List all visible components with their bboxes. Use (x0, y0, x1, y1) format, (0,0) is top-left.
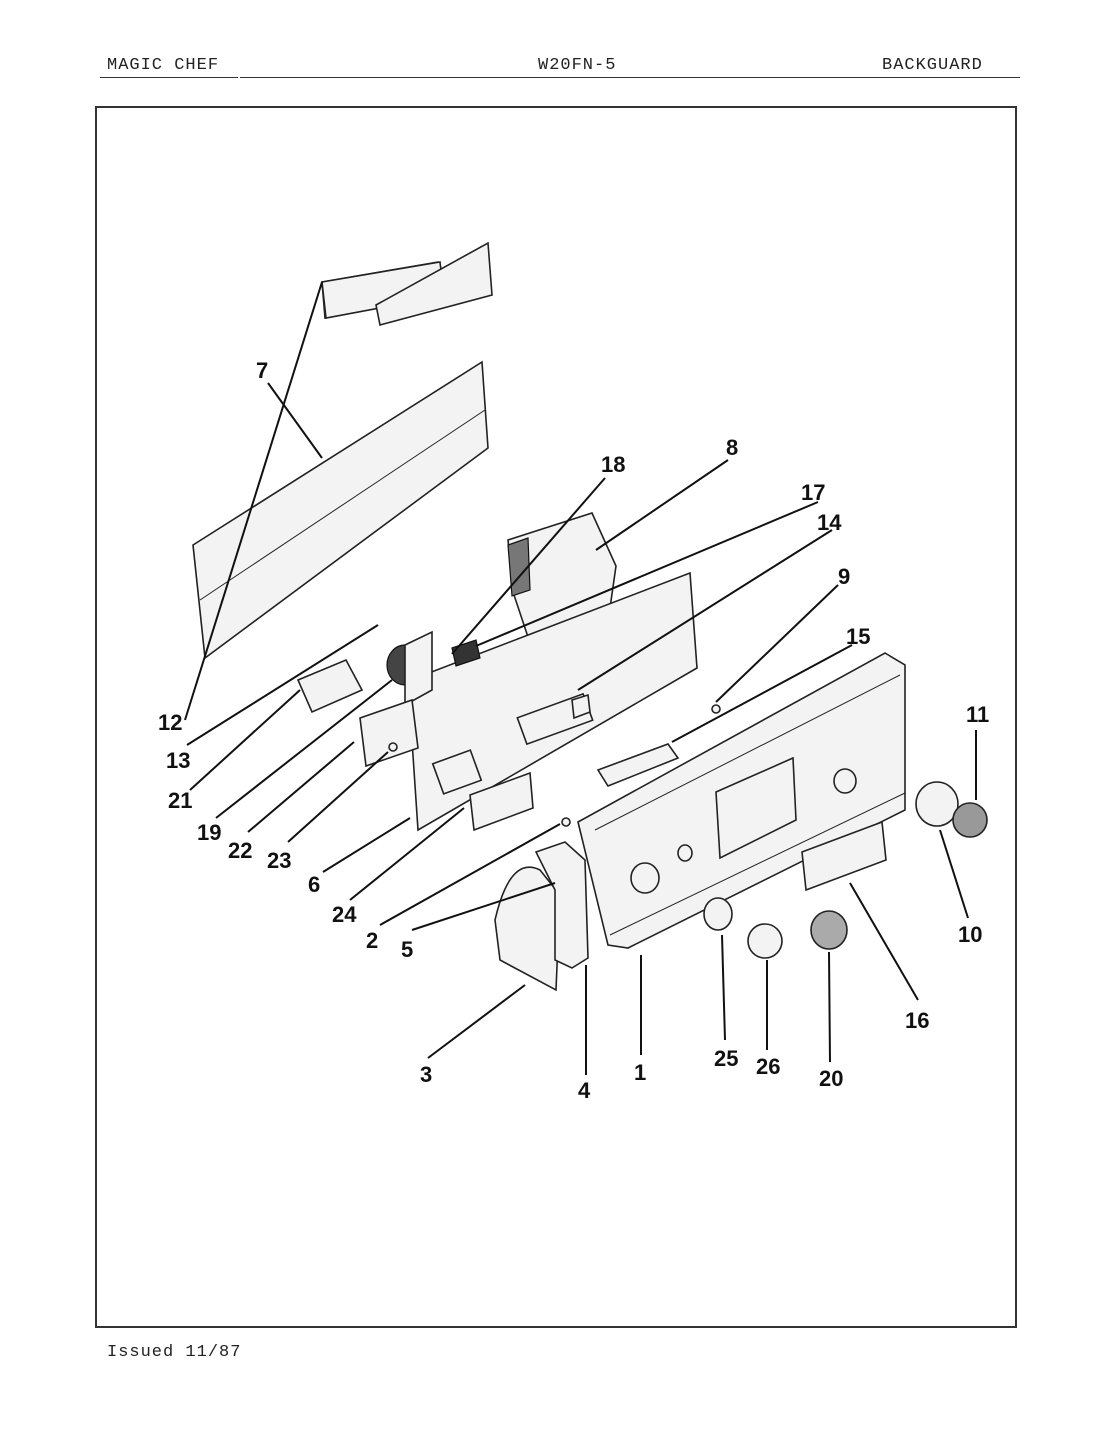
part-15-button-cluster (596, 743, 680, 787)
part-7-back-panel (192, 360, 489, 660)
callout-10: 10 (958, 922, 982, 947)
callout-13: 13 (166, 748, 190, 773)
part-24-lens (469, 771, 534, 832)
callout-26: 26 (756, 1054, 780, 1079)
callout-17: 17 (801, 480, 825, 505)
callout-15: 15 (846, 624, 870, 649)
part-11-knob (952, 802, 988, 838)
callout-2: 2 (366, 928, 378, 953)
part-13-bracket (375, 241, 493, 326)
part-22-bracket (359, 698, 419, 768)
callout-24: 24 (332, 902, 357, 927)
callout-3: 3 (420, 1062, 432, 1087)
section-label: BACKGUARD (882, 56, 983, 75)
callout-9: 9 (838, 564, 850, 589)
part-19-fan (386, 630, 433, 707)
callout-20: 20 (819, 1066, 843, 1091)
callout-14: 14 (817, 510, 842, 535)
part-14-switch (571, 693, 591, 720)
header-underline-brand (100, 77, 238, 78)
leader-lines (184, 281, 977, 1075)
part-2-screw (561, 817, 571, 827)
part-9-screw (711, 704, 721, 714)
model-label: W20FN-5 (538, 56, 617, 75)
callout-6: 6 (308, 872, 320, 897)
callout-23: 23 (267, 848, 291, 873)
part-10-knob-base (915, 781, 959, 827)
part-21-relay (296, 658, 364, 714)
part-26-cap (747, 923, 783, 959)
callout-19: 19 (197, 820, 221, 845)
part-4-trim (534, 841, 589, 969)
part-20-knob (810, 910, 848, 950)
callout-18: 18 (601, 452, 625, 477)
callout-25: 25 (714, 1046, 738, 1071)
callout-22: 22 (228, 838, 252, 863)
header-underline (240, 77, 1020, 78)
callout-7: 7 (256, 358, 268, 383)
callout-12: 12 (158, 710, 182, 735)
part-23-screw (388, 742, 398, 752)
callout-16: 16 (905, 1008, 929, 1033)
part-16-button-cluster (801, 820, 887, 892)
part-12-terminal-block (321, 261, 445, 319)
part-1-backguard-housing (577, 652, 906, 949)
callout-11: 11 (966, 702, 989, 727)
part-25-bezel (703, 897, 733, 931)
callout-1: 1 (634, 1060, 646, 1085)
callout-4: 4 (578, 1078, 591, 1103)
brand-label: MAGIC CHEF (107, 56, 220, 75)
issued-date: Issued 11/87 (107, 1343, 242, 1362)
diagram-frame (95, 106, 1017, 1328)
callout-21: 21 (168, 788, 192, 813)
callout-5: 5 (401, 937, 413, 962)
callout-8: 8 (726, 435, 738, 460)
